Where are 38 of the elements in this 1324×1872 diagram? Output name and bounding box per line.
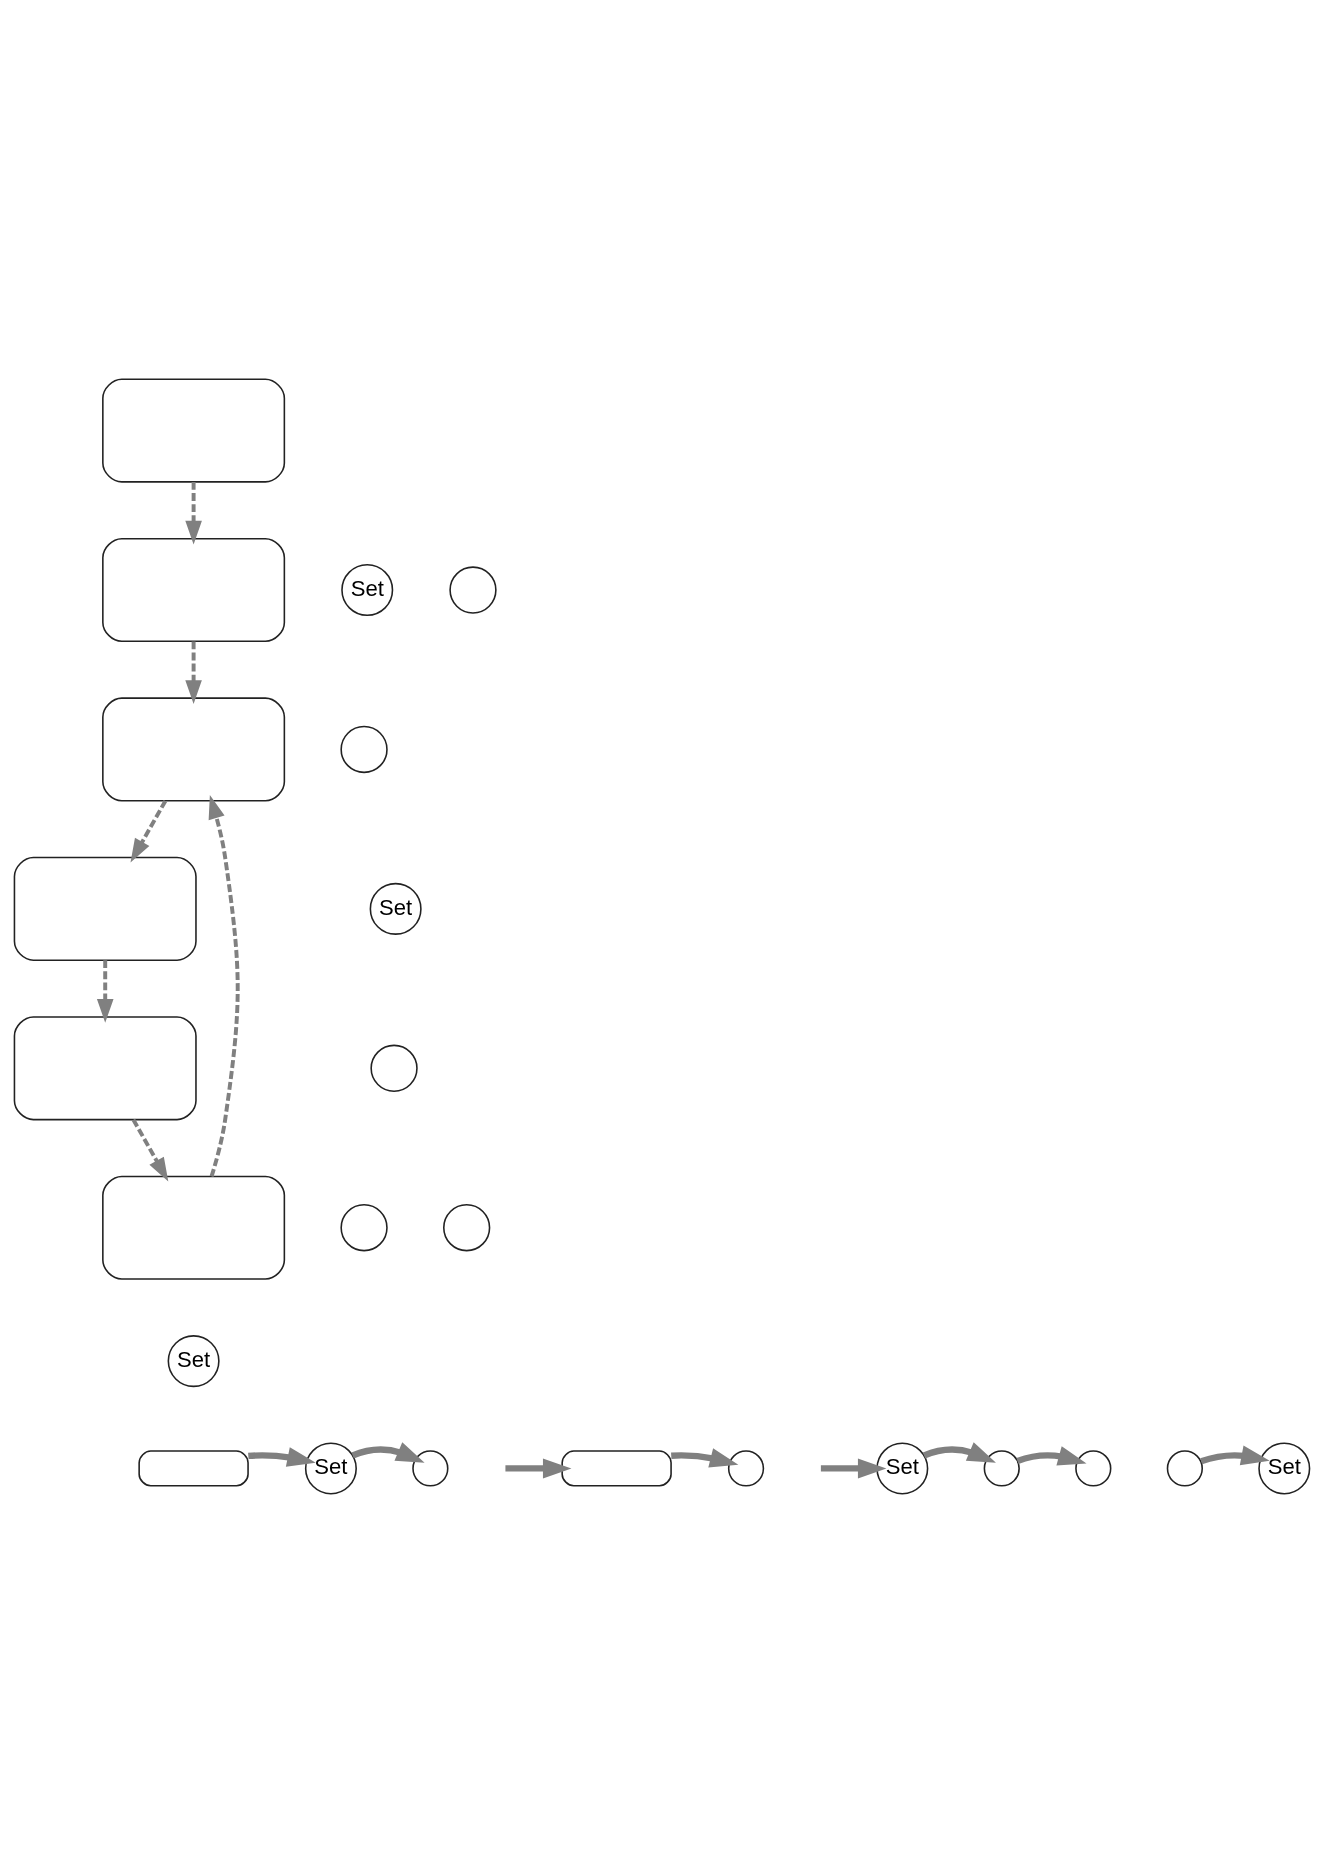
- node-box: [102, 1175, 286, 1280]
- arrow: [130, 799, 168, 863]
- arrow: [185, 641, 202, 704]
- arrow: [1016, 1445, 1087, 1466]
- node-box: [102, 378, 286, 483]
- node-circle: [340, 1203, 388, 1251]
- arrow: [1200, 1445, 1270, 1465]
- node-circle: [443, 1203, 491, 1251]
- arrow: [351, 1441, 425, 1463]
- node-box: [13, 1015, 197, 1120]
- node-box: [13, 856, 197, 961]
- arrow: [671, 1447, 739, 1468]
- arrow: [185, 481, 202, 544]
- node-circle: [1075, 1449, 1112, 1487]
- arrow: [96, 959, 114, 1023]
- node-circle: Set: [304, 1441, 357, 1494]
- node-circle: [983, 1449, 1020, 1487]
- node-box: [102, 537, 286, 642]
- node-circle: [1166, 1449, 1203, 1487]
- node-circle: Set: [167, 1334, 220, 1387]
- node-circle: Set: [341, 563, 394, 616]
- node-circle: [340, 725, 388, 773]
- node-box: [138, 1449, 249, 1487]
- arrow: [505, 1457, 572, 1478]
- arrow: [922, 1441, 996, 1463]
- node-circle: Set: [1258, 1441, 1311, 1494]
- node-circle: [449, 565, 497, 614]
- node-box: [561, 1449, 672, 1487]
- node-box: [102, 696, 286, 802]
- arrow: [820, 1457, 887, 1478]
- node-circle: Set: [369, 882, 422, 935]
- arrow: [131, 1118, 169, 1181]
- arrow: [208, 794, 240, 1177]
- node-circle: [727, 1449, 765, 1487]
- node-circle: Set: [876, 1441, 929, 1494]
- node-circle: [370, 1044, 418, 1092]
- node-circle: [412, 1449, 449, 1487]
- arrow: [248, 1446, 316, 1467]
